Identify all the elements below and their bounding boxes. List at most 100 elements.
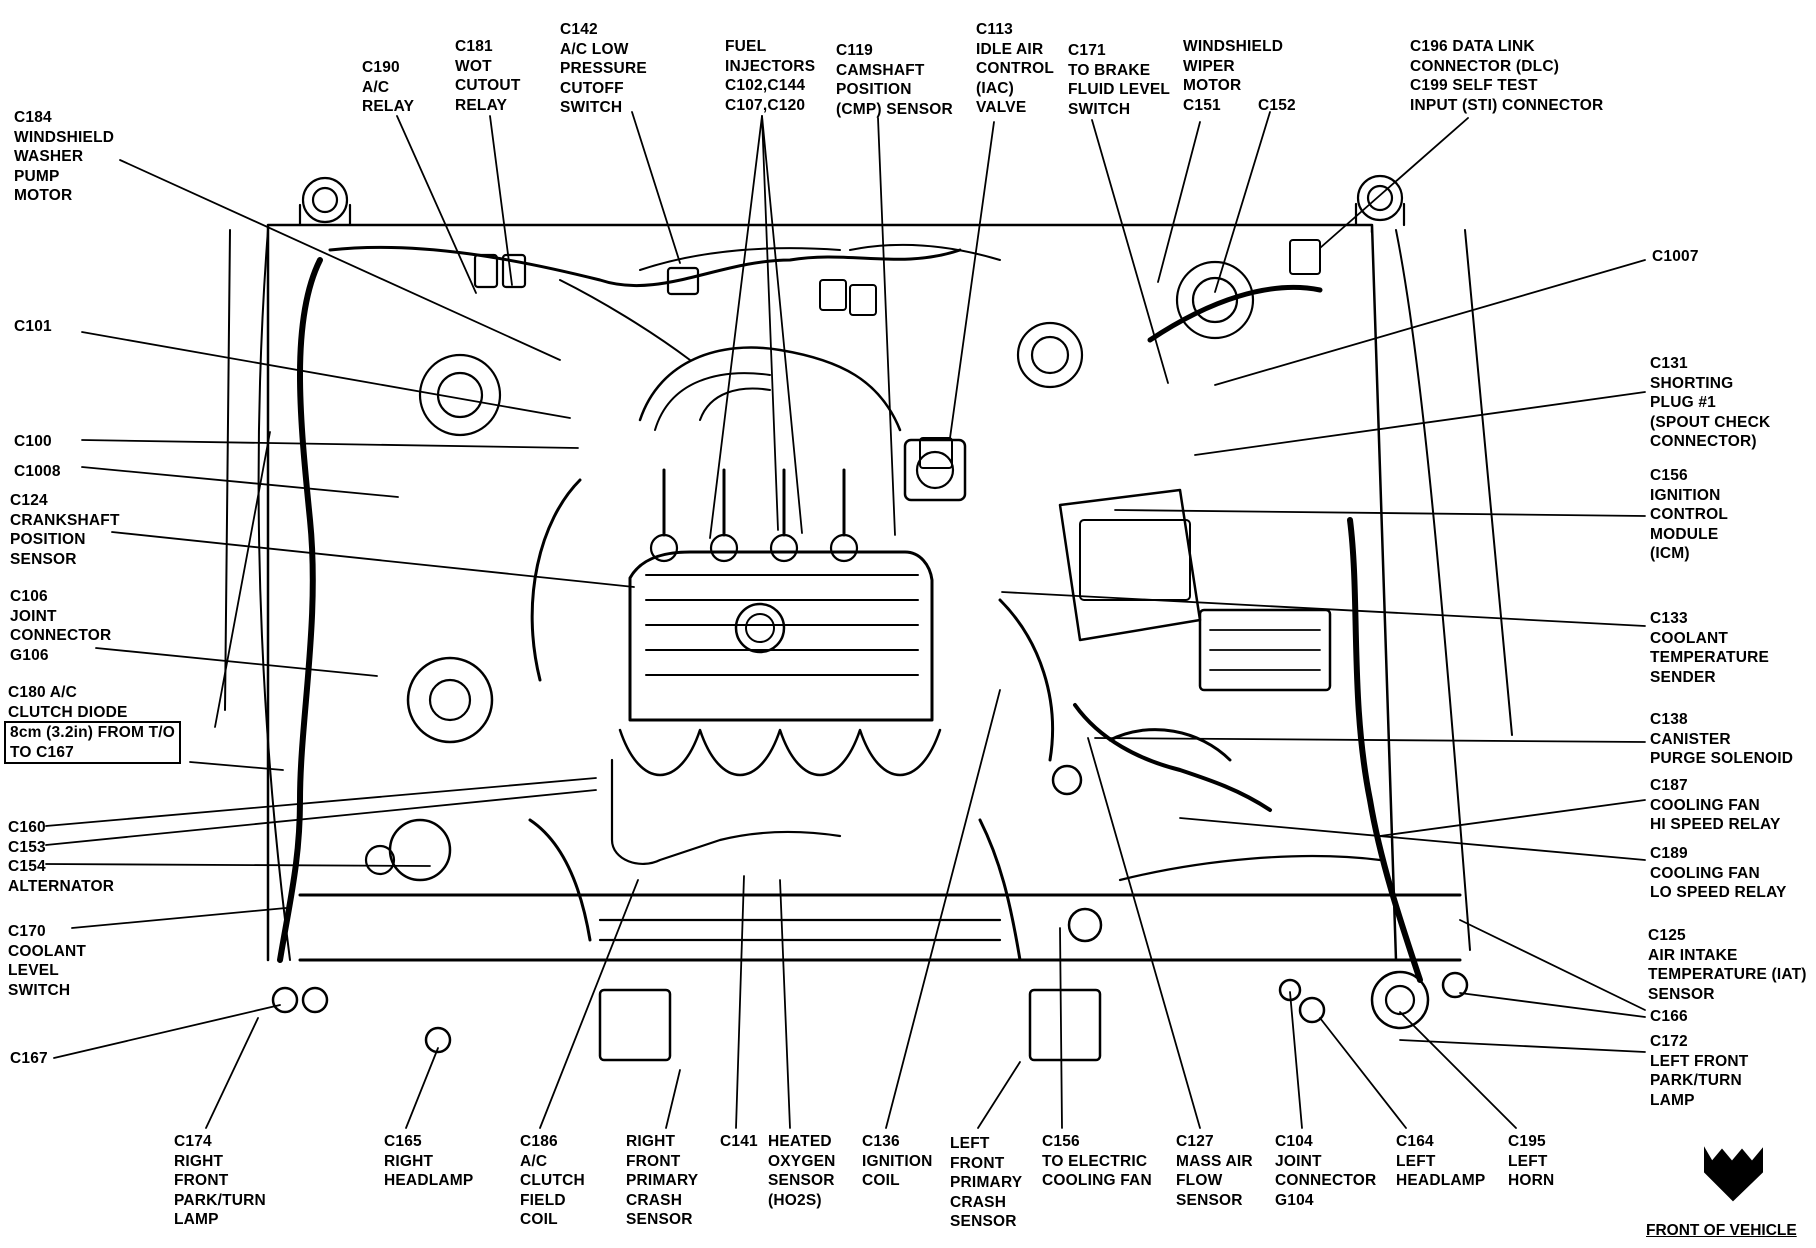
callout-line: COOLING FAN [1650, 796, 1760, 814]
brake-reservoir-cap [1030, 335, 1070, 375]
callout-line: FRONT [950, 1154, 1005, 1172]
front-of-vehicle-label: FRONT OF VEHICLE [1646, 1222, 1797, 1239]
callout-line: WINDSHIELD [14, 128, 115, 146]
callout-line: (HO2S) [768, 1191, 822, 1209]
valve-cover-ribs [645, 574, 919, 676]
callout-line: VALVE [976, 99, 1027, 116]
leader-c167 [53, 1004, 281, 1059]
wot-relay [501, 253, 527, 289]
callout-c153: C153 [8, 838, 46, 858]
callout-line: RELAY [455, 96, 508, 114]
callout-line: COOLING FAN [1042, 1172, 1152, 1189]
leader-c181 [489, 115, 513, 286]
left-headlamp-connector [1298, 996, 1326, 1024]
dlc-connector [1289, 239, 1321, 275]
leader-c142 [631, 111, 681, 264]
plug-wires [662, 468, 846, 537]
cowl-hose [328, 245, 962, 288]
leader-c180 [214, 431, 271, 728]
callout-line: C142 [560, 21, 598, 38]
callout-c141: C141 [720, 1132, 758, 1152]
callout-line: C195 [1508, 1133, 1546, 1150]
callout-line: C124 [10, 492, 48, 509]
callout-line: C160 [8, 819, 46, 836]
right-fender-inner [257, 229, 291, 961]
alternator-pulley [428, 678, 472, 722]
callout-line: PURGE SOLENOID [1650, 750, 1794, 767]
callout-line: CUTOFF [560, 79, 624, 97]
icm-module [1079, 519, 1191, 601]
leader-c160 [45, 777, 597, 827]
callout-line: C170 [8, 923, 46, 940]
callout-line: C196 DATA LINK [1410, 38, 1535, 55]
leader-c101 [81, 331, 571, 419]
brake-reservoir [1016, 321, 1084, 389]
callout-line: COIL [862, 1172, 900, 1189]
callout-c101: C101 [14, 317, 52, 337]
callout-line: IGNITION [862, 1152, 933, 1170]
leader-c154 [45, 863, 431, 867]
leader-c136 [885, 689, 1001, 1129]
callout-line: ALTERNATOR [8, 877, 115, 895]
callout-line: PRESSURE [560, 60, 647, 77]
callout-line: SWITCH [1068, 100, 1131, 118]
callout-line: IDLE AIR [976, 40, 1044, 58]
throttle-body [903, 438, 967, 502]
callout-line: C138 [1650, 711, 1688, 728]
callout-line: WOT [455, 57, 492, 75]
radiator-support [298, 893, 1462, 962]
callout-line: RIGHT [384, 1152, 434, 1170]
relay-rows [1209, 629, 1321, 671]
callout-line: CRASH [950, 1193, 1007, 1211]
callout-c1008: C1008 [14, 462, 61, 482]
iac-valve [919, 437, 953, 469]
callout-line: LEFT [1508, 1152, 1548, 1170]
ac-relay [473, 253, 499, 289]
callout-line: TEMPERATURE (IAT) [1648, 966, 1807, 983]
callout-line: FRONT [626, 1152, 681, 1170]
intake-runners [654, 372, 771, 431]
right-park-lamp-connector [271, 986, 299, 1014]
callout-line: FRONT [174, 1172, 229, 1189]
valve-cover [628, 550, 934, 722]
alternator [406, 656, 494, 744]
callout-line: C131 [1650, 355, 1688, 372]
callout-line: C153 [8, 839, 46, 856]
callout-line: FUEL [725, 38, 767, 55]
joint-connector-g104 [1278, 978, 1302, 1002]
callout-line: COOLANT [1650, 629, 1729, 647]
callout-line: G104 [1275, 1191, 1314, 1209]
callout-line: RELAY [362, 98, 415, 115]
callout-line: C101 [14, 318, 52, 335]
callout-line: PRIMARY [626, 1172, 699, 1189]
maf-sensor-connector [1051, 764, 1083, 796]
callout-line: C186 [520, 1133, 558, 1150]
callout-line: OXYGEN [768, 1152, 836, 1170]
callout-line: LEFT [950, 1135, 990, 1152]
callout-line: IGNITION [1650, 486, 1721, 504]
wiper-motor [1175, 260, 1255, 340]
callout-line: C156 [1042, 1133, 1080, 1150]
callout-line: C164 [1396, 1133, 1434, 1150]
right-headlamp-connector-2 [301, 986, 329, 1014]
coolant-level-switch [364, 844, 396, 876]
callout-line: C104 [1275, 1133, 1313, 1150]
callout-line: SENSOR [768, 1172, 835, 1189]
callout-line: C199 SELF TEST [1410, 77, 1538, 94]
leader-c174 [205, 1017, 259, 1129]
callout-line: SENDER [1650, 668, 1716, 686]
leader-c113 [949, 121, 995, 439]
leader-c153 [45, 789, 597, 846]
callout-line: POSITION [836, 81, 912, 98]
callout-line: C151 [1183, 96, 1221, 114]
